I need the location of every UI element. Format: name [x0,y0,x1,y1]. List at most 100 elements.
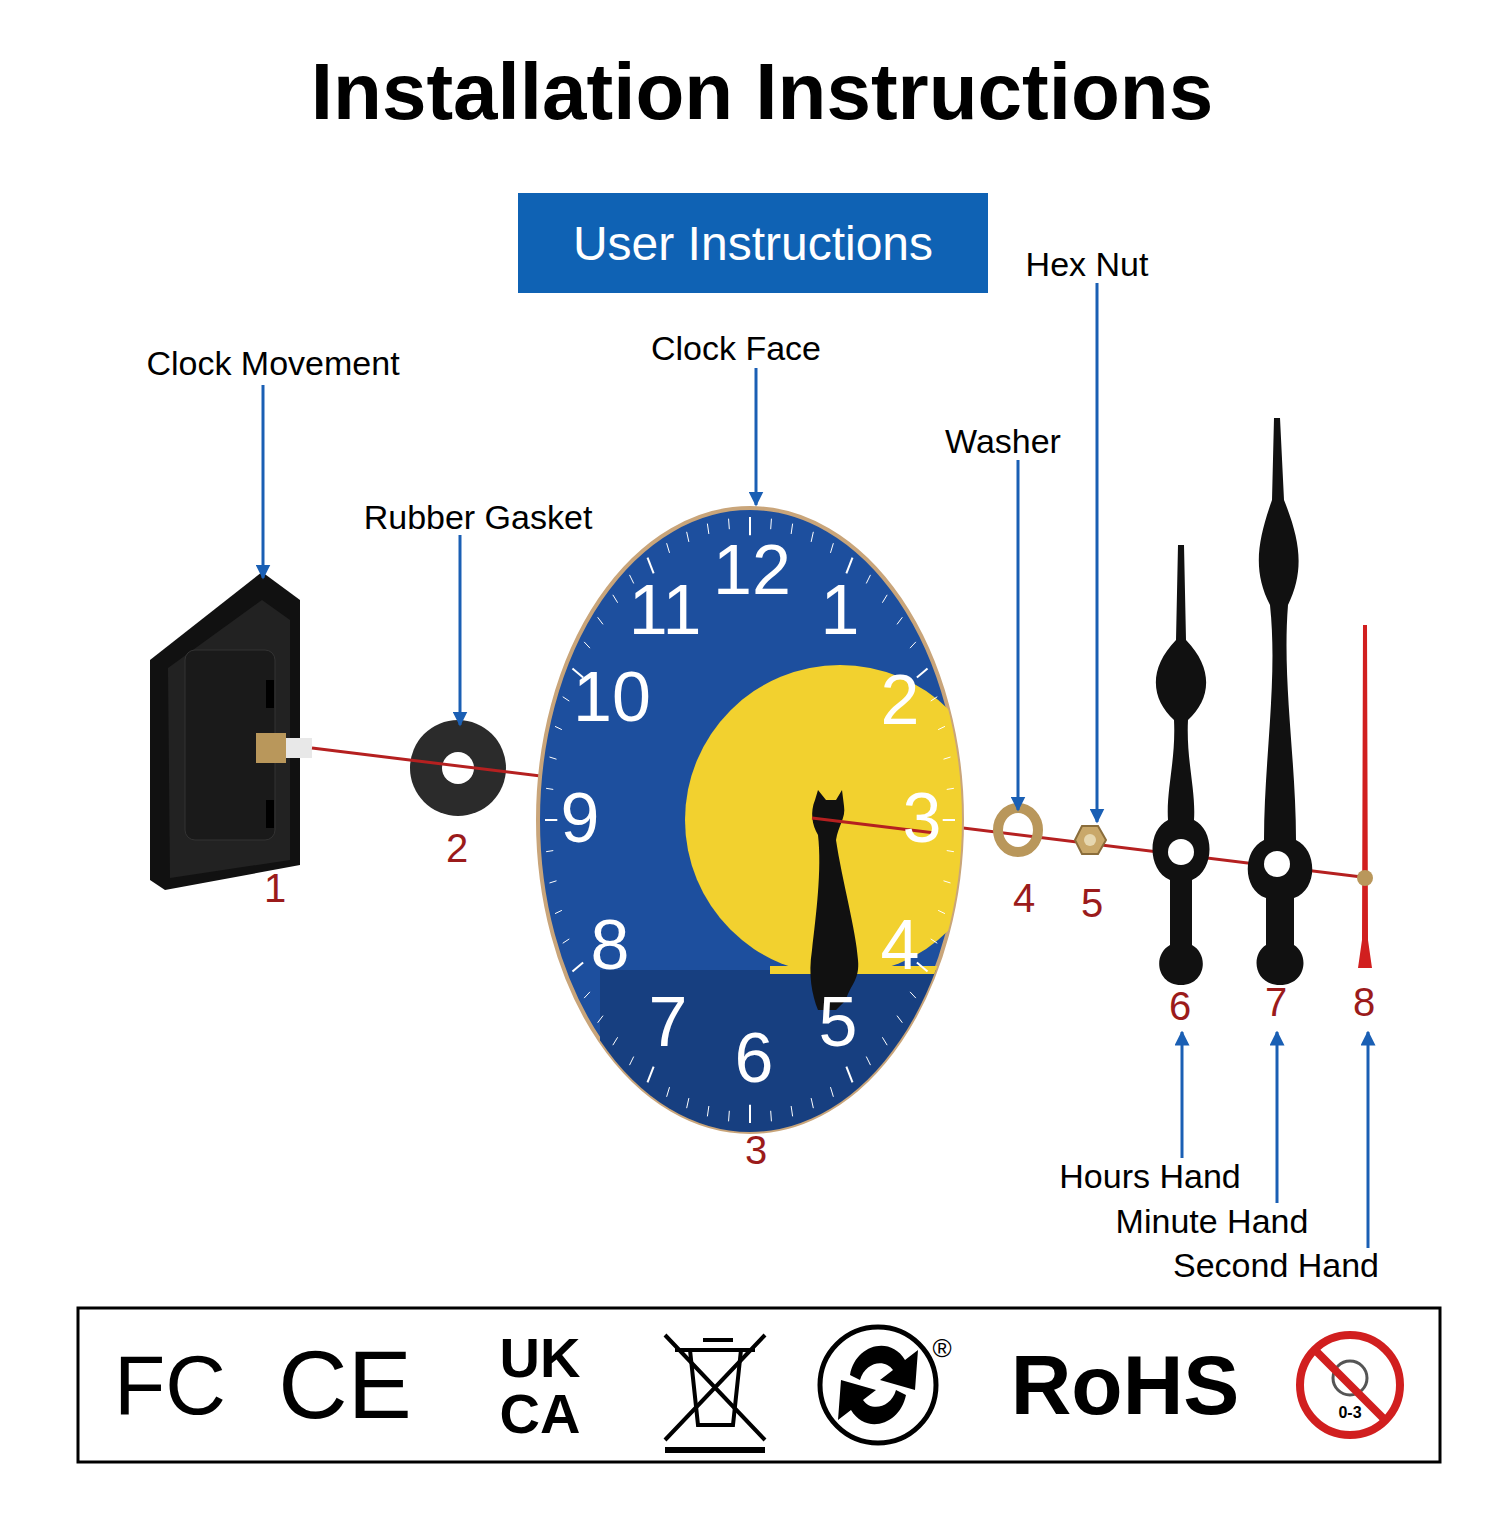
tick-mark [897,1016,902,1023]
tick-mark [749,517,751,535]
dial-numeral: 9 [561,783,600,853]
tick-mark [613,595,618,603]
dial-numeral: 5 [819,987,858,1057]
part-name: Rubber Gasket [364,500,593,534]
hour-hand [1152,545,1209,985]
part-name: Second Hand [1173,1248,1379,1282]
tick-mark [947,851,954,852]
tick-mark [882,1037,887,1045]
heading-text: User Instructions [573,216,933,271]
tick-mark [811,1098,813,1108]
tick-mark [555,726,562,729]
rubber-gasket [410,720,506,816]
clock-movement [150,572,312,890]
tick-mark [563,697,570,701]
tick-mark [882,595,887,603]
dial-numeral: 1 [821,575,860,645]
tick-mark [866,1057,870,1066]
part-name: Clock Movement [146,346,399,380]
cert-logo: FC [114,1343,226,1427]
second-hand [1357,625,1373,968]
tick-mark [830,1087,833,1097]
tick-mark [866,575,870,584]
tick-mark [549,757,556,759]
tick-mark [667,1087,670,1097]
callout-number: 1 [264,868,286,908]
callout-number: 3 [745,1130,767,1170]
tick-mark [728,519,730,530]
tick-mark [938,726,945,729]
callout-number: 5 [1081,883,1103,923]
tick-mark [687,532,689,542]
tick-mark [791,1106,792,1116]
tick-mark [546,788,553,789]
dial-numeral: 10 [573,662,651,732]
tick-mark [598,617,603,624]
page-title: Installation Instructions [311,52,1213,132]
callout-number: 4 [1013,878,1035,918]
callout-number: 6 [1169,986,1191,1026]
tick-mark [944,881,951,883]
dial-numeral: 11 [629,575,702,645]
tick-mark [811,532,813,542]
dial-numeral: 12 [713,535,791,605]
tick-mark [897,617,902,624]
tick-mark [770,519,772,530]
tick-mark [770,1111,772,1122]
tick-mark [707,1106,708,1116]
tick-mark [910,992,916,998]
tick-mark [947,788,954,789]
tick-mark [584,992,590,998]
tick-mark [584,642,590,648]
age-warning: 0-3 [1338,1405,1361,1421]
tick-mark [791,524,792,534]
cert-logo: CE [278,1337,411,1433]
tick-mark [944,757,951,759]
tick-mark [613,1037,618,1045]
tick-mark [728,1111,730,1122]
dial-numeral: 7 [649,987,688,1057]
dial-numeral: 4 [881,910,920,980]
clock-face [538,508,1000,1170]
tick-mark [707,524,708,534]
part-name: Washer [945,424,1061,458]
washer [998,808,1038,852]
certification-strip [78,1308,1440,1462]
tick-mark [943,819,955,821]
callout-number: 8 [1353,982,1375,1022]
tick-mark [830,543,833,553]
callout-number: 2 [446,828,468,868]
tick-mark [563,939,570,943]
dial-numeral: 2 [881,665,920,735]
cert-logo: RoHS [1011,1343,1240,1427]
part-name: Minute Hand [1116,1204,1309,1238]
dial-numeral: 8 [591,910,630,980]
part-name: Hours Hand [1059,1159,1240,1193]
tick-mark [648,558,654,574]
tick-mark [549,881,556,883]
tick-mark [846,1067,852,1083]
cert-logo: CA [500,1386,581,1442]
part-name: Hex Nut [1026,247,1149,281]
tick-mark [846,558,852,574]
tick-mark [630,1057,634,1066]
tick-mark [931,939,938,943]
tick-mark [546,851,553,852]
cert-logo: UK [500,1330,581,1386]
hex-nut [1075,826,1106,854]
tick-mark [931,697,938,701]
tick-mark [572,962,583,971]
callout-number: 7 [1265,982,1287,1022]
tick-mark [598,1016,603,1023]
tick-mark [545,819,557,821]
tick-mark [910,642,916,648]
tick-mark [667,543,670,553]
minute-hand [1248,418,1313,985]
tick-mark [555,910,562,913]
tick-mark [938,910,945,913]
leader-lines [263,283,1368,1248]
tick-mark [648,1067,654,1083]
heading-box: User Instructions [518,193,988,293]
part-name: Clock Face [651,331,821,365]
dial-numeral: 3 [903,783,942,853]
